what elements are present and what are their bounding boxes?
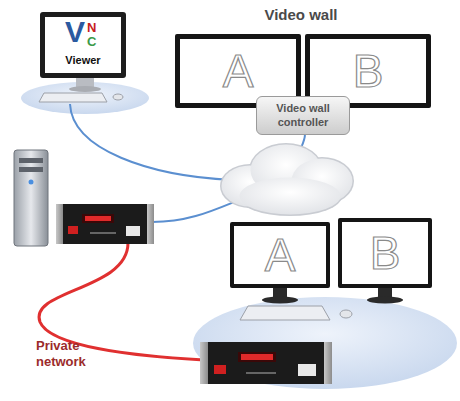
tower-pc [14,150,48,246]
keyboard [39,93,107,102]
monitor-base [367,297,403,304]
mouse [340,310,352,318]
screen-letter: A [265,232,296,278]
mouse [113,94,123,100]
controller-label: Video wall controller [261,102,345,128]
kvm-extender [200,342,332,384]
screen-caption: Viewer [45,55,121,66]
desk-platform [193,297,457,389]
screen-letter: B [353,48,384,94]
monitor-base [69,86,101,92]
controller-box: Video wall controller [256,96,350,135]
kvm-extender [56,204,154,244]
wall-title: Video wall [236,6,366,24]
network-label: Private network [36,338,122,369]
desk-platform [21,82,149,114]
keyboard [240,306,330,320]
drive-bay [19,167,43,172]
logo-letter: C [87,35,96,48]
desk-monitor: B [338,218,432,288]
vnc-viewer-monitor: VNC Viewer [40,12,126,78]
power-light [29,180,34,185]
screen-letter: A [223,48,254,94]
logo-letter: N [87,21,96,34]
monitor-base [262,297,298,304]
desk-monitor: A [230,222,330,288]
screen-letter: B [370,230,401,276]
network-cloud [220,143,354,216]
drive-bay [19,158,43,163]
logo-letter: V [65,17,85,47]
network-cable [70,104,232,180]
